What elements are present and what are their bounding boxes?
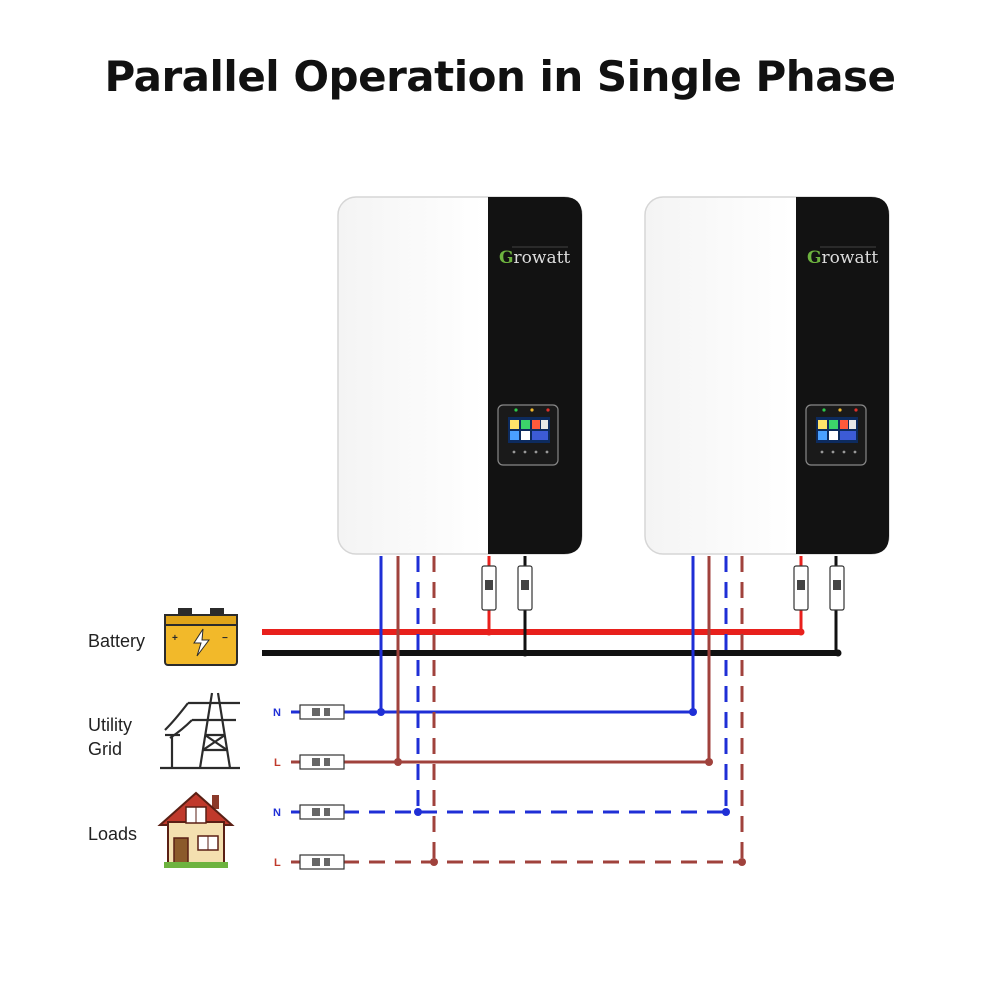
svg-text:+: + [172,633,178,644]
grid-label: Grid [88,739,122,759]
grid-neutral-wiring [343,556,695,714]
inverter-2: Growatt [644,196,890,555]
utility-pole-icon [160,692,240,770]
breaker-icon [291,804,345,820]
breaker-icon [291,854,345,870]
battery-positive-drops [487,556,803,632]
grid-line-wiring [343,556,711,764]
page-title: Parallel Operation in Single Phase [104,52,896,101]
load-neutral-label: N [273,807,281,819]
breaker-icon [291,754,345,770]
house-icon [157,791,235,868]
battery-label: Battery [88,631,145,651]
load-line-wiring [343,556,744,864]
svg-text:Growatt: Growatt [499,248,570,268]
inverter-display [805,404,867,466]
grid-neutral-label: N [273,707,281,719]
brand-initial: G [807,248,822,268]
battery-icon: + − [164,608,238,666]
loads-label: Loads [88,824,137,844]
load-neutral-wiring [343,556,728,814]
breaker-icon [291,704,345,720]
load-line-label: L [274,857,281,869]
breaker-icon [481,565,845,611]
svg-text:−: − [222,633,228,644]
grid-line-label: L [274,757,281,769]
inverter-1: Growatt [337,196,583,555]
utility-label: Utility [88,715,132,735]
inverter-display [497,404,559,466]
svg-text:Growatt: Growatt [807,248,878,268]
brand-name: rowatt [822,248,879,268]
brand-initial: G [499,248,514,268]
brand-name: rowatt [514,248,571,268]
battery-negative-drops [523,556,838,653]
